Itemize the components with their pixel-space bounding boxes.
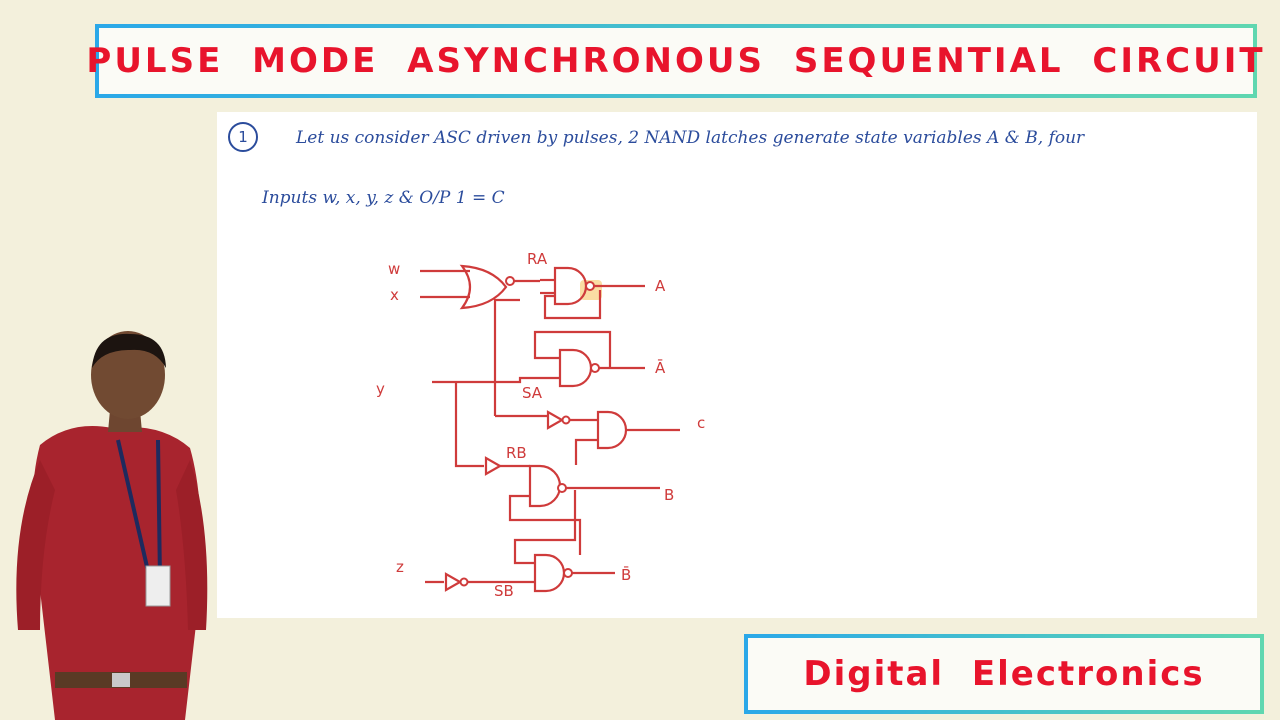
or-gate-wx xyxy=(459,264,508,310)
nand-a2-bubble xyxy=(590,363,600,373)
note-line-1: Let us consider ASC driven by pulses, 2 … xyxy=(296,128,1085,148)
and-gate-c xyxy=(596,410,628,450)
label-output-c: c xyxy=(697,414,705,432)
label-output-b: B xyxy=(664,486,674,504)
note-line-2: Inputs w, x, y, z & O/P 1 = C xyxy=(262,188,505,208)
label-ra: RA xyxy=(527,250,548,268)
inverter-sb xyxy=(444,572,463,592)
title-banner: PULSE MODE ASYNCHRONOUS SEQUENTIAL CIRCU… xyxy=(86,24,1263,98)
wire-feedback-a2 xyxy=(533,330,612,368)
label-output-b-bar: B̄ xyxy=(621,565,631,584)
inverter-a-bubble xyxy=(561,415,571,425)
label-x: x xyxy=(390,286,399,304)
nand-gate-b2 xyxy=(533,553,566,593)
wire-a-down xyxy=(493,298,520,416)
wire-y-branch xyxy=(454,382,484,468)
nand-a1-bubble xyxy=(585,281,595,291)
nand-b1-bubble xyxy=(557,483,567,493)
label-rb: RB xyxy=(506,444,527,462)
wire-feedback-a xyxy=(543,290,602,320)
problem-number: 1 xyxy=(228,122,258,152)
inverter-a xyxy=(546,410,565,430)
label-w: w xyxy=(388,260,400,278)
label-sb: SB xyxy=(494,582,514,600)
whiteboard xyxy=(217,112,1257,618)
wire-y-sa xyxy=(432,376,560,384)
label-y: y xyxy=(376,380,385,398)
nand-gate-b1 xyxy=(528,464,562,508)
page-title: PULSE MODE ASYNCHRONOUS SEQUENTIAL CIRCU… xyxy=(86,41,1266,81)
subject-label: Digital Electronics xyxy=(803,654,1205,694)
wire-feedback-b xyxy=(508,494,582,555)
wire-feedback-b2 xyxy=(513,490,577,565)
nand-gate-a2 xyxy=(558,348,593,388)
label-output-a-bar: Ā xyxy=(655,359,666,377)
inverter-sb-bubble xyxy=(459,577,469,587)
label-sa: SA xyxy=(522,384,543,402)
footer-banner: Digital Electronics xyxy=(744,634,1264,714)
presenter-avatar xyxy=(16,331,208,720)
or-gate-bubble xyxy=(505,276,515,286)
wire xyxy=(574,438,598,465)
nand-b2-bubble xyxy=(563,568,573,578)
inverter-rb xyxy=(484,456,503,476)
label-output-a: A xyxy=(655,277,666,295)
label-z: z xyxy=(396,558,404,576)
